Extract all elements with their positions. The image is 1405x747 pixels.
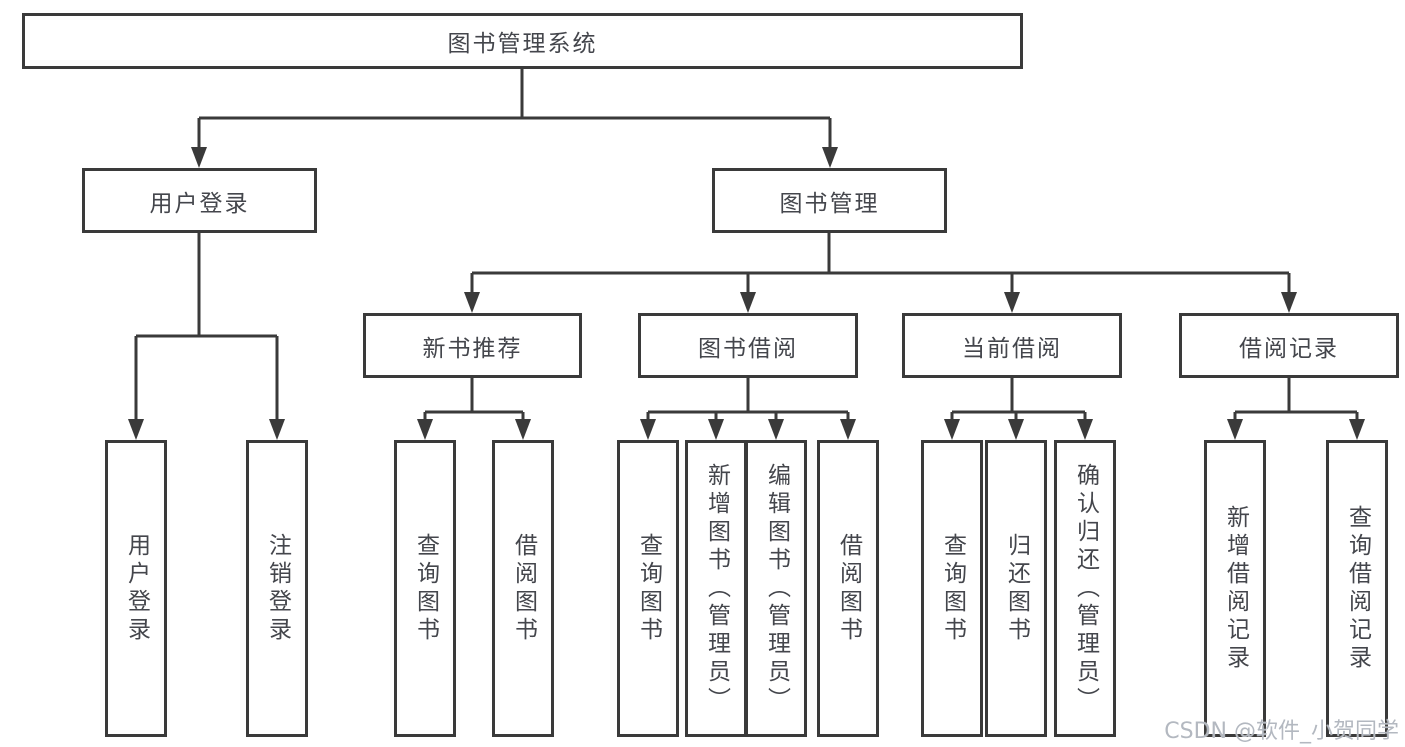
leaf-return-books-label: 归还图书 xyxy=(1003,532,1030,645)
node-user-login: 用户登录 xyxy=(82,168,317,233)
leaf-query-borrow-record-label: 查询借阅记录 xyxy=(1344,504,1371,673)
leaf-query-books-recommend-label: 查询图书 xyxy=(412,532,439,645)
leaf-logout: 注销登录 xyxy=(246,440,308,737)
node-root-label: 图书管理系统 xyxy=(447,31,598,57)
node-book-borrow: 图书借阅 xyxy=(638,313,858,378)
node-current-borrow-label: 当前借阅 xyxy=(962,335,1062,362)
leaf-add-books-admin: 新增图书（管理员） xyxy=(685,440,747,737)
leaf-query-books-current-label: 查询图书 xyxy=(939,532,966,645)
node-book-management-label: 图书管理 xyxy=(779,190,880,217)
leaf-add-borrow-record-label: 新增借阅记录 xyxy=(1222,504,1249,673)
leaf-add-books-admin-label: 新增图书（管理员） xyxy=(703,462,730,715)
connector-lines xyxy=(134,69,1359,421)
leaf-query-books-borrow-label: 查询图书 xyxy=(635,532,662,645)
leaf-query-books-current: 查询图书 xyxy=(921,440,983,737)
node-root-system: 图书管理系统 xyxy=(22,13,1023,69)
leaf-borrow-books-recommend-label: 借阅图书 xyxy=(510,532,537,645)
leaf-logout-label: 注销登录 xyxy=(264,532,291,645)
leaf-query-books-recommend: 查询图书 xyxy=(394,440,456,737)
node-new-book-recommend-label: 新书推荐 xyxy=(422,335,523,362)
leaf-edit-books-admin-label: 编辑图书（管理员） xyxy=(763,462,790,715)
leaf-query-books-borrow: 查询图书 xyxy=(617,440,679,737)
node-user-login-label: 用户登录 xyxy=(149,190,250,217)
node-book-management: 图书管理 xyxy=(712,168,947,233)
csdn-watermark: CSDN @软件_小贺同学 xyxy=(1164,719,1399,744)
leaf-add-borrow-record: 新增借阅记录 xyxy=(1204,440,1266,737)
leaf-confirm-return-admin-label: 确认归还（管理员） xyxy=(1072,462,1099,715)
leaf-edit-books-admin: 编辑图书（管理员） xyxy=(745,440,807,737)
node-new-book-recommend: 新书推荐 xyxy=(363,313,582,378)
leaf-return-books: 归还图书 xyxy=(985,440,1047,737)
leaf-user-login-label: 用户登录 xyxy=(123,532,150,645)
node-borrow-records: 借阅记录 xyxy=(1179,313,1399,378)
node-book-borrow-label: 图书借阅 xyxy=(698,335,798,362)
leaf-borrow-books-label: 借阅图书 xyxy=(835,532,862,645)
leaf-query-borrow-record: 查询借阅记录 xyxy=(1326,440,1388,737)
node-current-borrow: 当前借阅 xyxy=(902,313,1122,378)
node-borrow-records-label: 借阅记录 xyxy=(1239,335,1339,362)
leaf-confirm-return-admin: 确认归还（管理员） xyxy=(1054,440,1116,737)
leaf-user-login: 用户登录 xyxy=(105,440,167,737)
leaf-borrow-books-recommend: 借阅图书 xyxy=(492,440,554,737)
leaf-borrow-books: 借阅图书 xyxy=(817,440,879,737)
arrowheads-down xyxy=(128,147,1365,440)
